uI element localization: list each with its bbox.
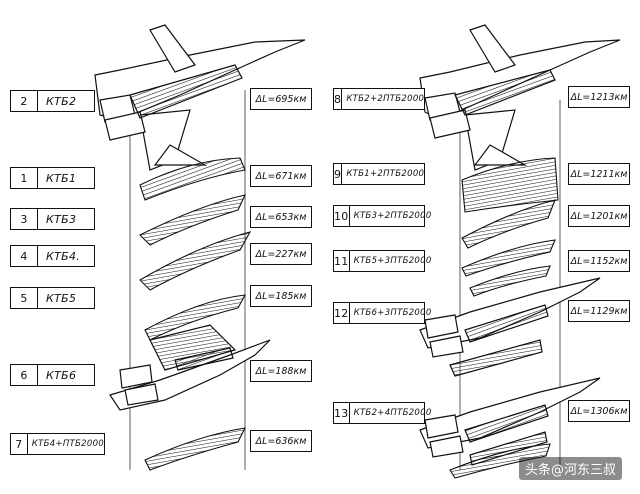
case-config: КТБ2+2ПТБ2000: [346, 94, 425, 104]
case-label-10: 10 КТБ3+2ПТБ2000: [333, 205, 431, 227]
range-gain-5: ΔL=185км: [250, 285, 312, 307]
case-number: 8: [334, 89, 343, 109]
case-label-7: 7 КТБ4+ПТБ2000: [10, 433, 105, 455]
tank-ktb3: [139, 194, 246, 246]
range-gain-value: ΔL=227км: [255, 248, 307, 260]
range-gain-value: ΔL=1201км: [570, 210, 628, 222]
range-gain-value: ΔL=1306км: [570, 405, 628, 417]
case-config: КТБ3+2ПТБ2000: [353, 211, 432, 221]
range-gain-10: ΔL=1201км: [568, 205, 630, 227]
case-number: 3: [11, 209, 38, 229]
range-gain-value: ΔL=185км: [255, 290, 307, 302]
range-gain-value: ΔL=1129км: [570, 305, 628, 317]
range-gain-11: ΔL=1152км: [568, 250, 630, 272]
case-config: КТБ4+ПТБ2000: [31, 439, 104, 449]
tank-ktb1: [139, 157, 246, 201]
tank-ktb4-ptb: [144, 427, 246, 471]
aircraft-top-right: [419, 24, 621, 171]
case-label-12: 12 КТБ6+3ПТБ2000: [333, 302, 431, 324]
case-config: КТБ6+3ПТБ2000: [353, 308, 432, 318]
range-gain-12: ΔL=1129км: [568, 300, 630, 322]
case-label-8: 8 КТБ2+2ПТБ2000: [333, 88, 425, 110]
range-gain-value: ΔL=1152км: [570, 255, 628, 267]
tank-r11a: [461, 239, 556, 277]
tank-r11b: [469, 265, 551, 297]
range-gain-2: ΔL=695км: [250, 88, 312, 110]
case-config: КТБ6: [46, 368, 77, 382]
case-number: 12: [334, 303, 350, 323]
range-gain-value: ΔL=695км: [255, 93, 307, 105]
case-label-6: 6 КТБ6: [10, 364, 95, 386]
tank-r10: [461, 199, 556, 249]
aircraft-case12: [419, 277, 601, 377]
tank-ktb5: [144, 294, 246, 341]
range-gain-value: ΔL=188км: [255, 365, 307, 377]
range-gain-3: ΔL=653км: [250, 206, 312, 228]
range-gain-value: ΔL=636км: [255, 435, 307, 447]
case-config: КТБ2+4ПТБ2000: [353, 408, 432, 418]
tank-r9: [461, 157, 559, 213]
range-gain-value: ΔL=1211км: [570, 168, 628, 180]
case-number: 9: [334, 164, 343, 184]
case-label-9: 9 КТБ1+2ПТБ2000: [333, 163, 425, 185]
case-config: КТБ3: [46, 212, 77, 226]
range-gain-4: ΔL=227км: [250, 243, 312, 265]
range-gain-6: ΔL=188км: [250, 360, 312, 382]
case-number: 1: [11, 168, 38, 188]
case-config: КТБ5: [46, 291, 77, 305]
case-number: 7: [11, 434, 28, 454]
case-label-11: 11 КТБ5+3ПТБ2000: [333, 250, 431, 272]
case-label-13: 13 КТБ2+4ПТБ2000: [333, 402, 431, 424]
range-gain-1: ΔL=671км: [250, 165, 312, 187]
case-number: 4: [11, 246, 38, 266]
aircraft-case13: [419, 377, 601, 466]
case-number: 5: [11, 288, 38, 308]
range-gain-value: ΔL=653км: [255, 211, 307, 223]
case-label-5: 5 КТБ5: [10, 287, 95, 309]
case-config: КТБ1: [46, 171, 77, 185]
aircraft-case6: [109, 324, 271, 411]
watermark: 头条@河东三叔: [518, 457, 622, 480]
range-gain-13: ΔL=1306км: [568, 400, 630, 422]
case-label-2: 2 КТБ2: [10, 90, 95, 112]
case-number: 11: [334, 251, 350, 271]
range-gain-9: ΔL=1211км: [568, 163, 630, 185]
case-number: 6: [11, 365, 38, 385]
case-number: 10: [334, 206, 350, 226]
range-gain-value: ΔL=671км: [255, 170, 307, 182]
case-config: КТБ4.: [46, 249, 81, 263]
case-number: 13: [334, 403, 350, 423]
range-gain-7: ΔL=636км: [250, 430, 312, 452]
case-label-4: 4 КТБ4.: [10, 245, 95, 267]
case-label-3: 3 КТБ3: [10, 208, 95, 230]
case-config: КТБ5+3ПТБ2000: [353, 256, 432, 266]
aircraft-top-left: [94, 24, 306, 171]
case-label-1: 1 КТБ1: [10, 167, 95, 189]
case-config: КТБ2: [46, 94, 77, 108]
case-number: 2: [11, 91, 38, 111]
range-gain-value: ΔL=1213км: [570, 91, 628, 103]
tank-ktb4: [139, 231, 252, 291]
case-config: КТБ1+2ПТБ2000: [346, 169, 425, 179]
range-gain-8: ΔL=1213км: [568, 86, 630, 108]
